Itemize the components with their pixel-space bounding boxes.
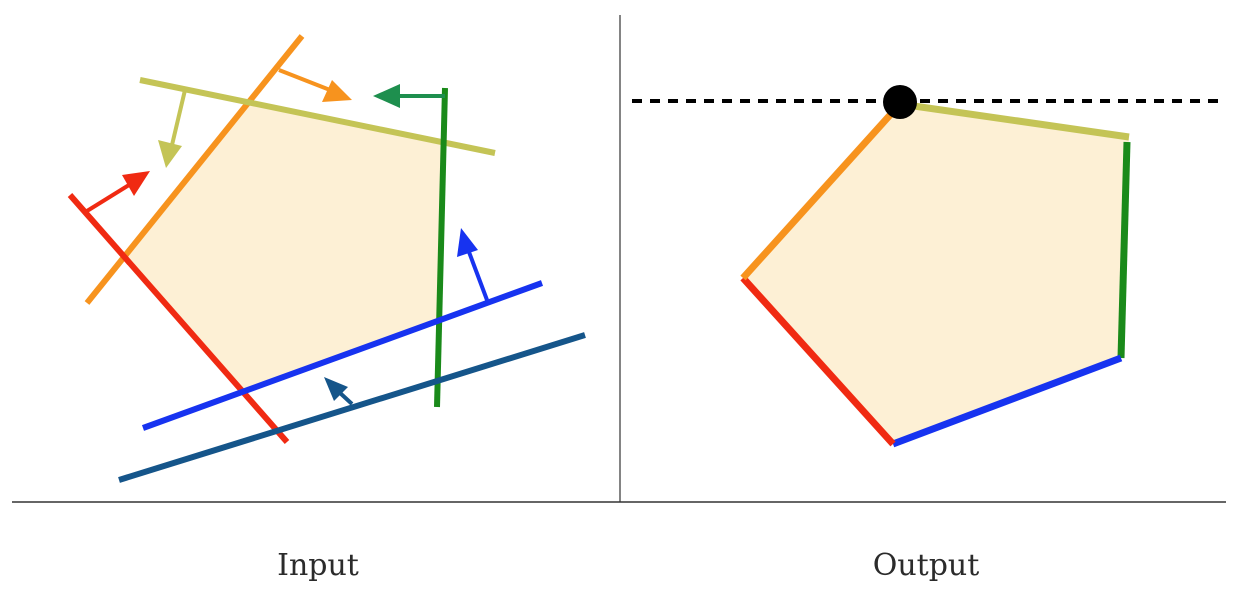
output-panel: Output	[632, 85, 1218, 583]
olive-direction-arrow	[158, 89, 187, 168]
blue-direction-arrow	[457, 228, 489, 301]
input-panel: Input	[67, 34, 586, 583]
input-caption: Input	[277, 548, 359, 583]
output-edge-green	[1117, 141, 1131, 359]
output-edge-blue	[891, 354, 1123, 448]
output-edge-red	[740, 275, 896, 447]
output-edge-orange	[740, 101, 903, 281]
green-direction-arrow	[373, 84, 445, 108]
dark-blue-boundary-line	[118, 332, 586, 483]
olive-boundary-line	[139, 77, 496, 156]
green-boundary-line	[434, 87, 448, 408]
output-edge-olive	[899, 100, 1130, 141]
optimal-vertex-point	[883, 85, 917, 119]
dark-blue-direction-arrow	[324, 377, 354, 406]
orange-direction-arrow	[278, 68, 352, 102]
red-direction-arrow	[85, 171, 150, 213]
blue-boundary-line	[141, 280, 544, 431]
output-pentagon-fill	[743, 104, 1129, 444]
red-boundary-line	[67, 193, 290, 444]
input-pentagon-fill	[124, 103, 442, 393]
output-caption: Output	[873, 548, 980, 583]
